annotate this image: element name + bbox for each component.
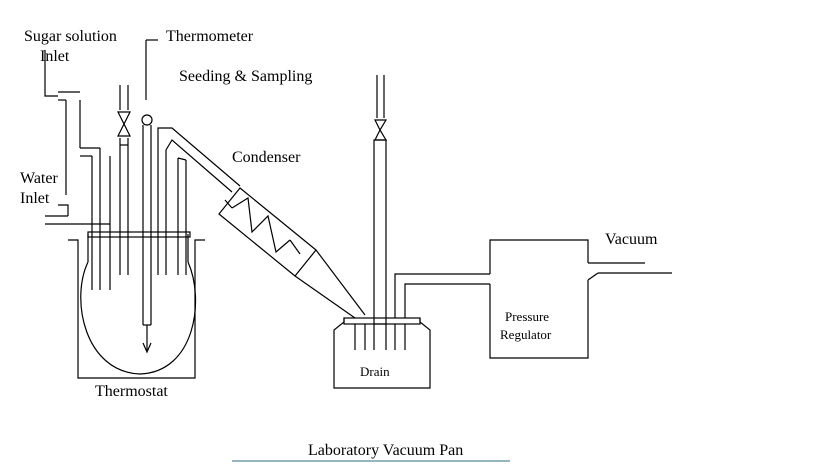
thermostat-bath <box>68 239 205 379</box>
pressure-label: Pressure <box>505 309 549 324</box>
regulator-label: Regulator <box>500 327 552 342</box>
drain-label: Drain <box>360 364 390 379</box>
drain-vent-tube <box>373 75 388 350</box>
seeding-sampling-tube <box>117 85 131 275</box>
sugar-solution-label: Sugar solution <box>24 28 117 45</box>
vacuum-outlet <box>587 262 672 281</box>
vacuum-label: Vacuum <box>605 231 658 248</box>
water-inlet-tube <box>45 156 111 290</box>
sugar-inlet-label: Inlet <box>40 48 70 65</box>
water-inlet-label: Inlet <box>20 190 50 207</box>
sugar-inlet-tube <box>44 50 101 290</box>
vapour-tube <box>157 127 241 275</box>
condenser <box>218 187 366 319</box>
regulator-line <box>394 273 490 318</box>
thermometer <box>141 39 158 354</box>
diagram-caption: Laboratory Vacuum Pan <box>308 442 463 459</box>
flask-stopper <box>87 231 191 238</box>
round-flask <box>80 234 197 375</box>
pressure-regulator <box>489 239 589 359</box>
condenser-label: Condenser <box>232 149 301 166</box>
seeding-sampling-label: Seeding & Sampling <box>179 68 312 85</box>
water-label: Water <box>20 170 58 187</box>
thermometer-label: Thermometer <box>166 28 254 45</box>
thermostat-label: Thermostat <box>95 383 168 400</box>
